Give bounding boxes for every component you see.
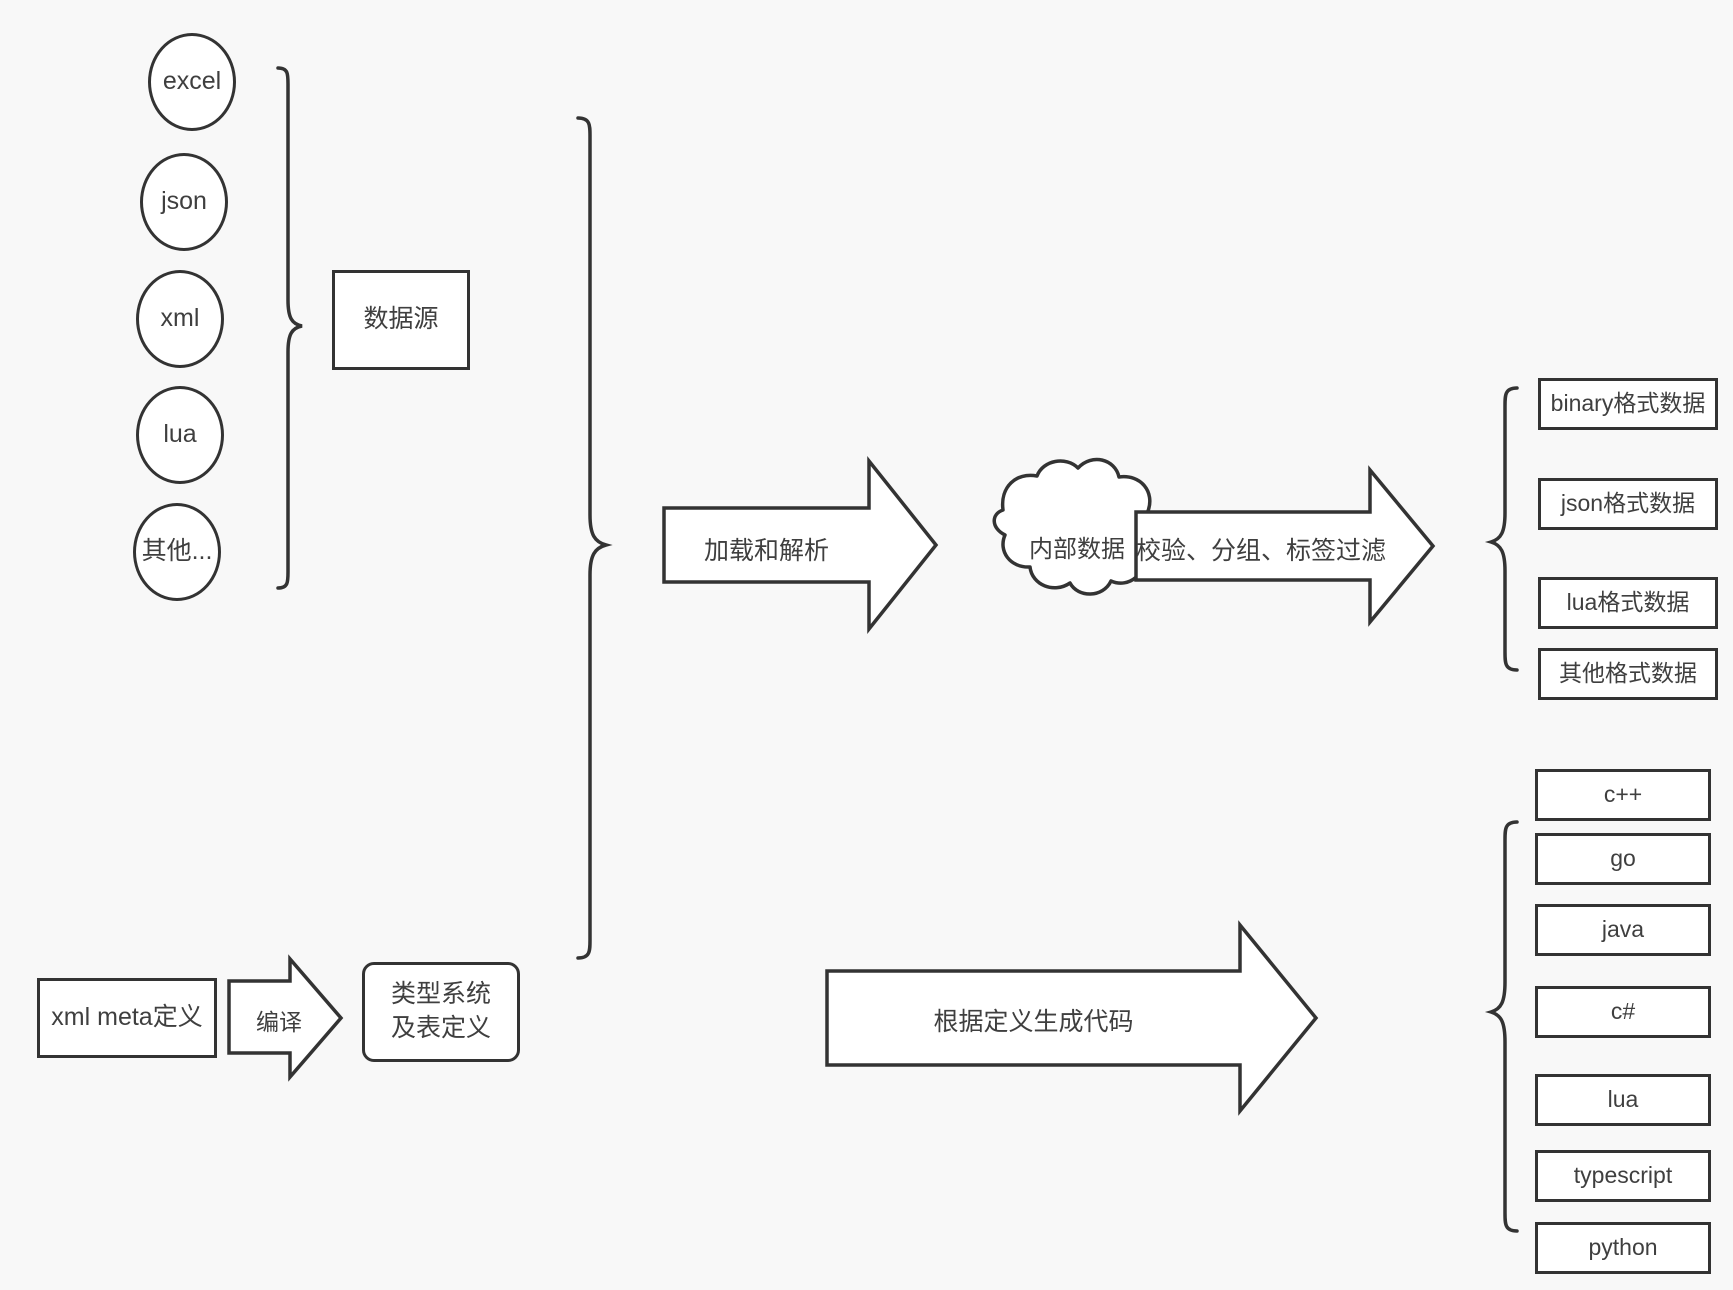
output-language-label: java xyxy=(1601,916,1645,943)
output-language-label: c++ xyxy=(1603,781,1643,808)
output-language-csharp[interactable]: c# xyxy=(1535,986,1711,1038)
type-system-box[interactable]: 类型系统及表定义 xyxy=(362,962,520,1062)
output-format-label: 其他格式数据 xyxy=(1559,660,1697,687)
output-language-cpp[interactable]: c++ xyxy=(1535,769,1711,821)
arrow-label-compile: 编译 xyxy=(256,1009,302,1035)
source-node-lua[interactable]: lua xyxy=(136,386,224,484)
source-node-label: json xyxy=(161,187,207,216)
xml-meta-definition-box[interactable]: xml meta定义 xyxy=(37,978,217,1058)
source-node-other[interactable]: 其他... xyxy=(133,503,221,601)
brace-inputs-combined xyxy=(576,116,613,960)
output-language-java[interactable]: java xyxy=(1535,904,1711,956)
output-language-label: lua xyxy=(1607,1086,1639,1113)
source-node-excel[interactable]: excel xyxy=(148,33,236,131)
xml-meta-definition-label: xml meta定义 xyxy=(51,1003,203,1032)
output-language-label: c# xyxy=(1610,998,1636,1025)
output-format-label: lua格式数据 xyxy=(1566,589,1690,616)
brace-data-sources xyxy=(276,66,303,590)
source-node-label: 其他... xyxy=(141,537,213,566)
source-node-json[interactable]: json xyxy=(140,153,228,251)
data-source-box[interactable]: 数据源 xyxy=(332,270,470,370)
source-node-label: excel xyxy=(162,67,222,96)
arrow-label-internal-data: 内部数据 xyxy=(1029,536,1125,563)
data-source-box-label: 数据源 xyxy=(363,305,439,334)
output-language-label: python xyxy=(1588,1234,1658,1261)
source-node-xml[interactable]: xml xyxy=(136,270,224,368)
type-system-label: 类型系统及表定义 xyxy=(390,980,491,1042)
output-format-label: binary格式数据 xyxy=(1550,390,1706,417)
output-language-label: go xyxy=(1610,845,1636,872)
output-format-lua[interactable]: lua格式数据 xyxy=(1538,577,1718,629)
cloud-internal-data xyxy=(992,457,1161,596)
output-language-typescript[interactable]: typescript xyxy=(1535,1150,1711,1202)
brace-languages xyxy=(1484,820,1519,1233)
output-format-json[interactable]: json格式数据 xyxy=(1538,478,1718,530)
arrow-label-codegen: 根据定义生成代码 xyxy=(933,1008,1134,1036)
output-format-other[interactable]: 其他格式数据 xyxy=(1538,648,1718,700)
output-format-label: json格式数据 xyxy=(1560,490,1696,517)
brace-data-formats xyxy=(1484,386,1519,672)
source-node-label: xml xyxy=(160,304,200,333)
output-language-python[interactable]: python xyxy=(1535,1222,1711,1274)
source-node-label: lua xyxy=(163,420,197,449)
arrow-label-validate-group-filter: 校验、分组、标签过滤 xyxy=(1136,537,1387,565)
output-format-binary[interactable]: binary格式数据 xyxy=(1538,378,1718,430)
arrow-label-load-parse: 加载和解析 xyxy=(703,537,829,565)
output-language-go[interactable]: go xyxy=(1535,833,1711,885)
output-language-label: typescript xyxy=(1573,1162,1673,1189)
output-language-lua[interactable]: lua xyxy=(1535,1074,1711,1126)
